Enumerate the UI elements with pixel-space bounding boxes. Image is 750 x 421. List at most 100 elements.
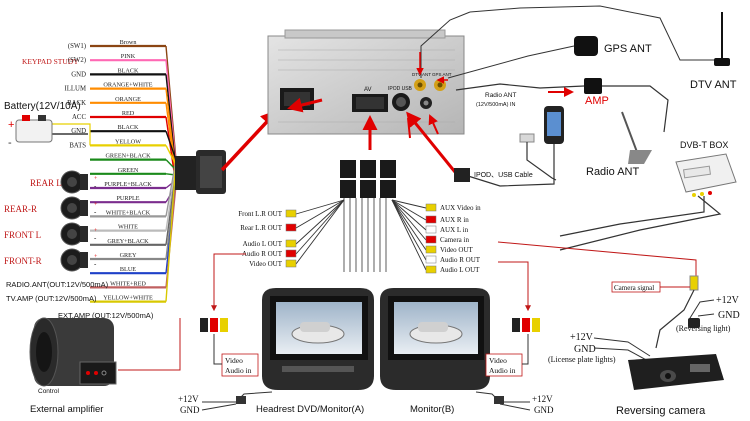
wire-color-11: PURPLE — [116, 195, 139, 202]
svg-text:-: - — [94, 182, 97, 190]
wire-harness: Brown(SW1)PINK(SW2)BLACKGNDORANGE+WHITEI… — [52, 39, 177, 303]
camera-plus12v: +12V — [716, 295, 740, 306]
rca-right-label-2: AUX L in — [440, 226, 469, 234]
rca-left-label-3: Audio R OUT — [242, 250, 283, 258]
wire-color-17: WHITE+RED — [110, 280, 146, 287]
wire-color-8: GREEN+BLACK — [105, 153, 151, 160]
rca-left-label-1: Rear L.R OUT — [240, 224, 283, 232]
monitor-a-rca-plugs — [200, 318, 228, 332]
wire-function-0: (SW1) — [68, 43, 86, 50]
wire-color-12: WHITE+BLACK — [106, 209, 151, 216]
gps-antenna-image — [574, 36, 598, 56]
monitor-a-label: Headrest DVD/Monitor(A) — [256, 404, 364, 415]
av-port-label: AV — [364, 87, 372, 93]
svg-text:-: - — [94, 234, 97, 242]
monitor-a — [262, 288, 374, 390]
license-plate-gnd: GND — [574, 344, 596, 355]
dtv-ant-port-label: DTV ANT — [412, 72, 431, 77]
wire-color-10: PURPLE+BLACK — [104, 181, 152, 188]
ext-amp-output: EXT.AMP (OUT:12V/500mA) — [58, 311, 154, 320]
wire-color-14: GREY+BLACK — [107, 238, 149, 245]
speaker-label-1: REAR-R — [4, 204, 37, 214]
svg-text:+: + — [94, 176, 98, 182]
monitor-b — [380, 288, 490, 390]
svg-text:+: + — [8, 119, 14, 131]
wire-function-5: ACC — [72, 114, 86, 121]
radio-ant-label: Radio ANT — [586, 166, 639, 178]
radio-ant-port-label: Radio ANT — [485, 92, 516, 99]
speaker-1: REAR-R+- — [4, 196, 98, 220]
speakers: REAR L+-REAR-R+-FRONT L+-FRONT-R+- — [4, 170, 98, 272]
amp-label: AMP — [585, 95, 609, 107]
wire-color-3: ORANGE+WHITE — [103, 82, 152, 89]
av-connector-5 — [380, 180, 396, 198]
wire-function-6: GND — [71, 128, 86, 135]
wire-function-4: BACK — [67, 100, 86, 107]
tv-amp-output: TV.AMP (OUT:12V/500mA) — [6, 294, 97, 303]
speaker-2: FRONT L +- — [4, 222, 98, 246]
speaker-3: FRONT-R +- — [4, 248, 98, 272]
radio-ant-output: RADIO.ANT(OUT:12V/500mA) — [6, 280, 109, 289]
head-unit — [267, 29, 465, 135]
rca-left-label-0: Front L.R OUT — [238, 210, 282, 218]
ipod-usb-port-label: IPOD USB — [388, 86, 413, 92]
av-connector-1 — [360, 160, 376, 178]
dvbt-box-image — [675, 153, 737, 197]
wire-color-0: Brown — [120, 39, 137, 46]
av-connector-4 — [360, 180, 376, 198]
dvbt-box-label: DVB-T BOX — [680, 140, 728, 150]
wire-function-1: (SW2) — [68, 57, 86, 64]
monitor-b-gnd: GND — [534, 405, 554, 415]
monitor-a-video-in: Video — [225, 356, 243, 365]
battery: + - — [8, 115, 53, 149]
monitor-b-label: Monitor(B) — [410, 404, 454, 415]
wire-color-2: BLACK — [118, 67, 140, 74]
av-connector-3 — [340, 180, 356, 198]
svg-text:+: + — [94, 228, 98, 234]
rca-right-label-6: Audio L OUT — [440, 266, 480, 274]
wire-color-4: ORANGE — [115, 96, 141, 103]
reversing-camera-image — [628, 354, 724, 390]
license-plate-plus12v: +12V — [570, 332, 594, 343]
rca-right-label-1: AUX R in — [440, 216, 469, 224]
svg-text:+: + — [94, 202, 98, 208]
gps-ant-port-label: GPS ANT — [432, 72, 452, 77]
harness-connector — [175, 150, 226, 194]
ipod-phone-image — [519, 106, 564, 144]
monitor-a-audio-in: Audio in — [225, 366, 252, 375]
wire-function-2: GND — [71, 71, 86, 78]
wire-color-5: RED — [122, 110, 135, 117]
wire-color-18: YELLOW+WHITE — [103, 295, 153, 302]
wire-color-16: BLUE — [120, 266, 136, 273]
speaker-label-3: FRONT-R — [4, 256, 42, 266]
dtv-ant-label: DTV ANT — [690, 79, 737, 91]
svg-text:-: - — [94, 260, 97, 268]
rca-harness: Front L.R OUT Rear L.R OUT Audio L OUT Audi… — [238, 160, 481, 274]
external-amplifier-image — [29, 317, 117, 387]
reversing-camera-label: Reversing camera — [616, 405, 706, 417]
av-connector-2 — [380, 160, 396, 178]
rca-right-label-4: Video OUT — [440, 246, 474, 254]
wire-join-7 — [165, 145, 177, 166]
wire-join-6 — [165, 130, 177, 161]
reversing-light-label: (Reversing light) — [676, 324, 731, 333]
speaker-label-2: FRONT L — [4, 230, 41, 240]
external-amplifier-label: External amplifier — [30, 404, 103, 415]
wire-function-7: BATS — [69, 142, 86, 149]
wire-color-6: BLACK — [118, 124, 140, 131]
av-connector-0 — [340, 160, 356, 178]
rca-right-label-0: AUX Video in — [440, 204, 481, 212]
rca-right-label-3: Camera in — [440, 236, 469, 244]
rca-left-label-4: Video OUT — [249, 260, 283, 268]
wire-color-13: WHITE — [118, 224, 138, 231]
ipod-usb-cable-label: IPOD、USB Cable — [474, 172, 533, 179]
wire-color-7: YELLOW — [115, 138, 141, 145]
svg-text:+: + — [94, 254, 98, 260]
keypad-label: KEYPAD STUDY — [22, 57, 79, 66]
monitor-b-plus12v: +12V — [532, 394, 553, 404]
radio-antenna-image — [621, 111, 652, 164]
rca-left-label-2: Audio L OUT — [243, 240, 283, 248]
wire-color-15: GREY — [120, 252, 137, 259]
wire-join-18 — [165, 159, 177, 302]
